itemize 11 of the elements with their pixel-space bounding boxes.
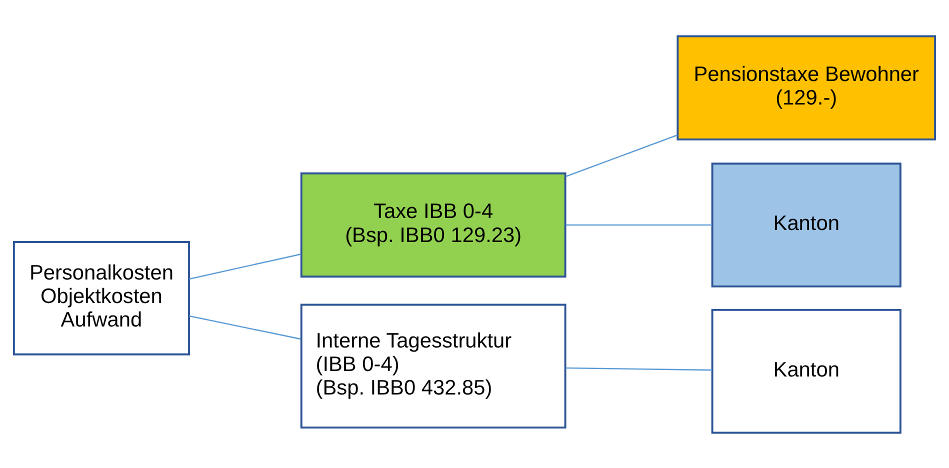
connector <box>566 366 712 370</box>
node-box: Taxe IBB 0-4 (Bsp. IBB0 129.23) <box>300 172 566 278</box>
node-box: Interne Tagesstruktur (IBB 0-4) (Bsp. IBB0 432.85) <box>300 303 566 428</box>
connector <box>566 134 678 177</box>
node-box: Kanton <box>711 162 902 287</box>
node-box: Pensionstaxe Bewohner (129.-) <box>676 34 936 140</box>
connector <box>189 253 301 280</box>
node-box: Kanton <box>711 308 902 434</box>
connector <box>189 314 301 340</box>
node-box: Personalkosten Objektkosten Aufwand <box>12 240 190 355</box>
connector <box>566 224 712 226</box>
